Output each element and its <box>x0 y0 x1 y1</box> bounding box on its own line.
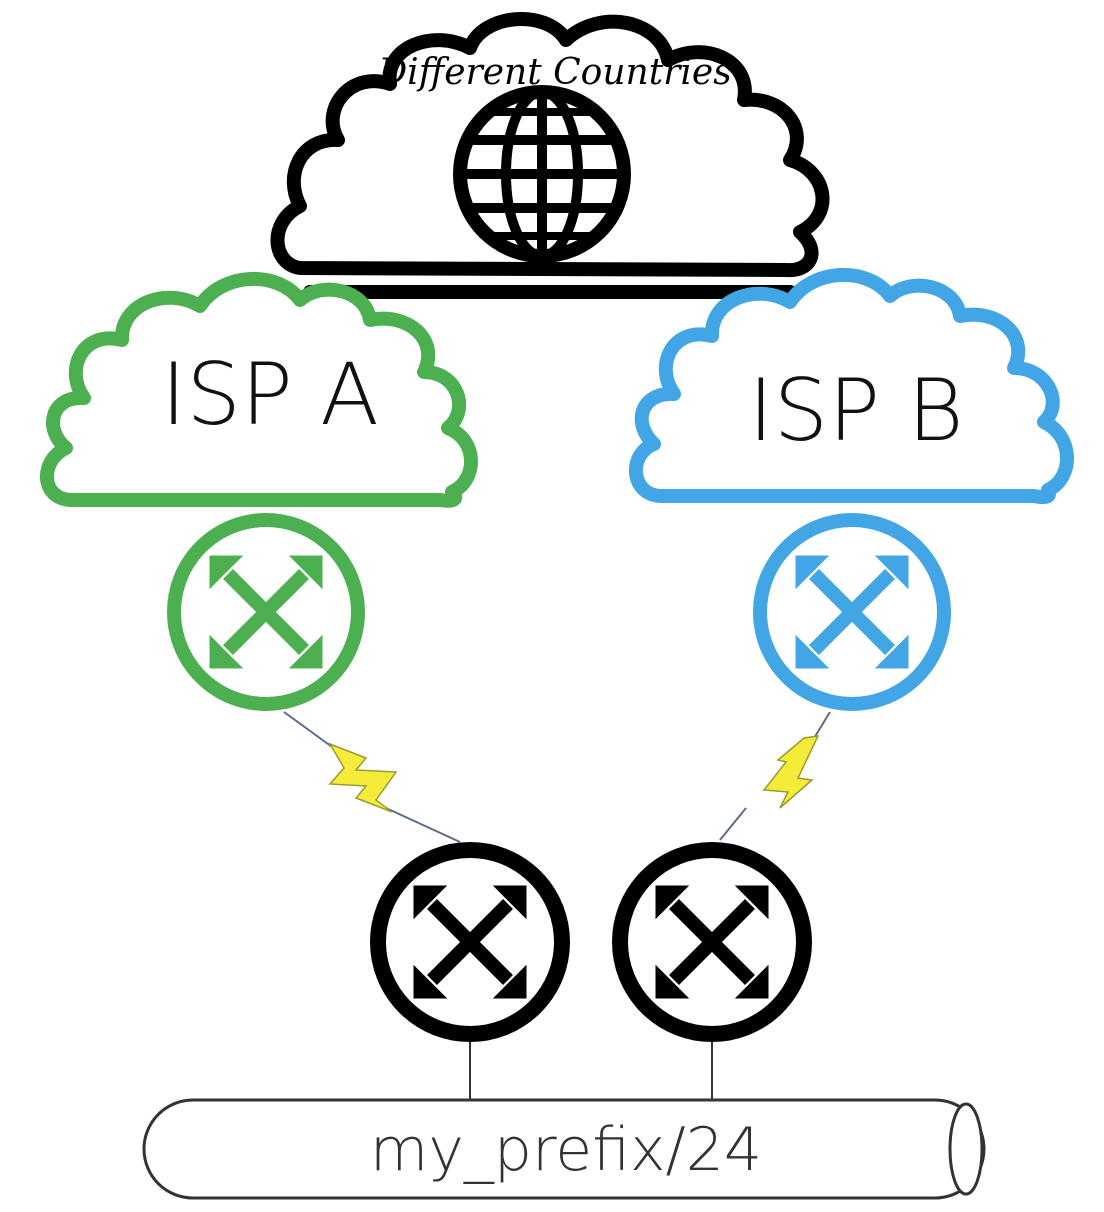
isp-a-cloud: ISP A <box>40 272 478 508</box>
isp-b-cloud: ISP B <box>629 268 1074 505</box>
customer-router-left[interactable] <box>370 842 570 1042</box>
prefix-label: my_prefix/24 <box>370 1115 762 1185</box>
customer-router-right[interactable] <box>612 842 812 1042</box>
pipe-end-cap <box>948 1102 984 1196</box>
internet-cloud: Different Countries <box>270 12 830 278</box>
isp-a-router[interactable] <box>167 513 365 711</box>
lightning-bolt-icon <box>328 742 398 813</box>
globe-icon <box>453 85 631 263</box>
isp-a-label: ISP A <box>161 345 379 445</box>
isp-b-label: ISP B <box>748 361 963 461</box>
isp-b-router[interactable] <box>753 513 951 711</box>
wan-link-isp-a <box>283 711 461 843</box>
lightning-bolt-icon <box>762 735 820 809</box>
wan-link-isp-b <box>719 711 831 841</box>
prefix-network-segment[interactable]: my_prefix/24 <box>142 1098 986 1200</box>
